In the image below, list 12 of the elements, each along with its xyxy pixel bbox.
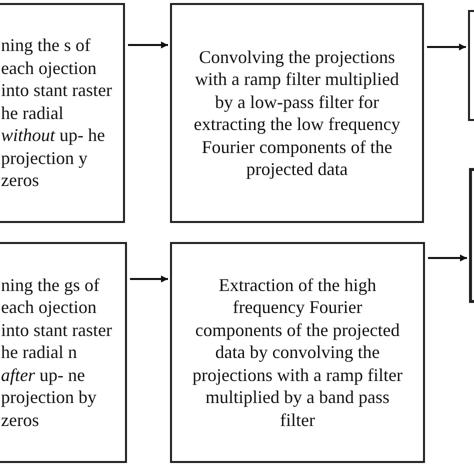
process-box [170,3,424,223]
process-box [0,242,127,463]
step-text: Convolving the projections with a ramp filter multiplied by a low-pass filter for extracting the low frequency Fourier components of the projected data [192,46,402,180]
step-text: Extraction of the high frequency Fourier components of the projected data by convolving the projections with a ramp filter multiplied by a band pass filter [192,274,404,432]
process-box [170,242,425,463]
arrow [428,254,467,262]
arrow [130,276,168,282]
arrow [128,42,168,48]
step-text: ning the gs of each ojection into stant raster he radial n after up- ne projection by zeros [0,274,113,432]
process-box [0,3,125,223]
arrow [427,44,466,50]
step-text: ning the s of each ojection into stant raster he radial without up- he projection y zeros [0,34,113,192]
